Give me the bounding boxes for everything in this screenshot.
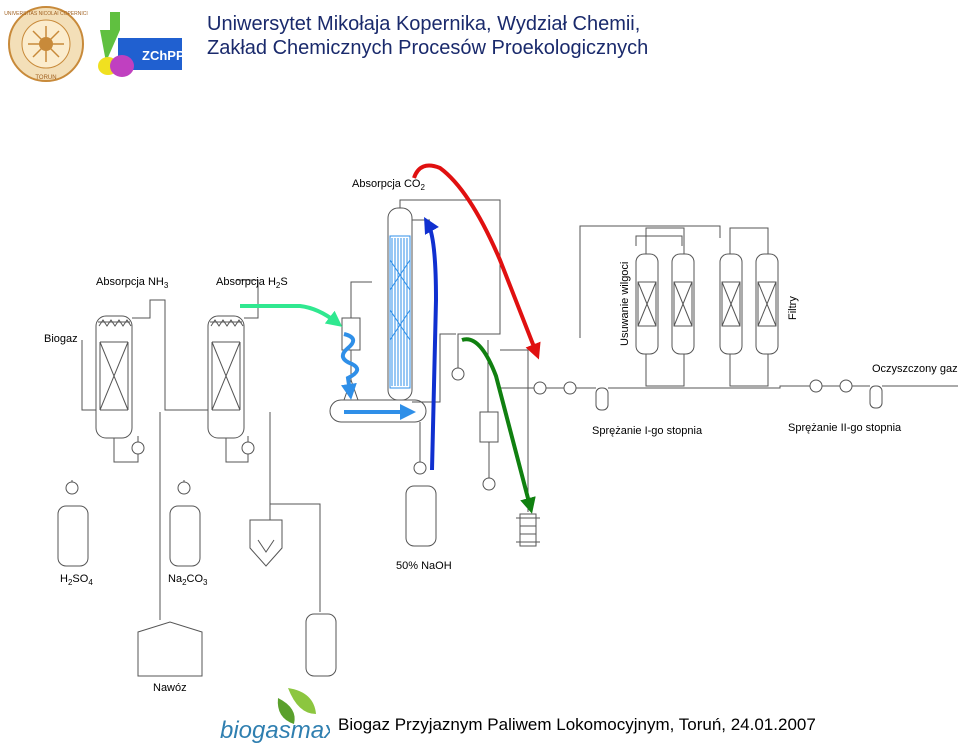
- compression-stage-2-label: Sprężanie II-go stopnia: [788, 422, 902, 434]
- cleaned-gas-label: Oczyszczony gaz: [872, 363, 958, 375]
- h2s-absorber-column: [207, 315, 245, 439]
- light-blue-coil-arrow: [340, 332, 360, 400]
- university-seal-icon: UNIVERSITAS NICOLAI COPERNICI TORUN: [4, 6, 88, 82]
- na2co3-tank: [169, 505, 201, 567]
- biogaz-label: Biogaz: [44, 333, 78, 345]
- naoh-tank: [405, 485, 437, 547]
- red-flow-arrow: [412, 163, 541, 360]
- na2co3-label: Na2CO3: [168, 573, 208, 587]
- biogasmax-logo-text: biogasmax: [220, 717, 330, 744]
- co2-absorber-tower: [387, 207, 413, 401]
- pump-symbol: [65, 367, 823, 495]
- h2so4-label: H2SO4: [60, 573, 93, 587]
- fertilizer-label: Nawóz: [153, 682, 187, 694]
- nh3-absorber-column: [95, 315, 133, 439]
- zchpp-flask-icon: ZChPP: [98, 12, 185, 77]
- umk-seal-text: UNIVERSITAS NICOLAI COPERNICI: [4, 11, 88, 17]
- co2-absorption-label: Absorpcja CO2: [352, 178, 425, 192]
- zchpp-text: ZChPP: [142, 48, 185, 63]
- biogaz-inlet-line: [81, 340, 96, 411]
- compression-stage-1-label: Sprężanie I-go stopnia: [592, 425, 703, 437]
- green-flow-arrow: [461, 337, 536, 514]
- naoh-label: 50% NaOH: [396, 560, 452, 572]
- liquid-tank: [305, 613, 337, 677]
- header-line-1: Uniwersytet Mikołaja Kopernika, Wydział …: [207, 13, 641, 35]
- umk-seal-sub: TORUN: [35, 75, 56, 81]
- biogasmax-leaf-icon: biogasmax: [220, 688, 330, 744]
- moisture-removal-label: Usuwanie wilgoci: [619, 262, 631, 346]
- gas-vessel-1: [595, 387, 609, 411]
- filters-label: Filtry: [787, 296, 799, 320]
- heater-exchanger: [516, 513, 540, 547]
- fertilizer-tank: [137, 621, 203, 677]
- header-title: Uniwersytet Mikołaja Kopernika, Wydział …: [207, 12, 648, 60]
- blue-flow-arrow: [424, 217, 439, 471]
- mint-flow-arrow: [240, 304, 343, 327]
- compressor-motor-1: [563, 381, 577, 395]
- h2so4-tank: [57, 505, 89, 567]
- footer-caption: Biogaz Przyjaznym Paliwem Lokomocyjnym, …: [338, 715, 816, 734]
- compressor-motor-2: [839, 379, 853, 393]
- header-line-2: Zakład Chemicznych Procesów Proekologicz…: [207, 37, 649, 59]
- gas-vessel-2: [869, 385, 883, 409]
- h2s-absorption-label: Absorpcja H2S: [216, 276, 288, 290]
- nh3-absorption-label: Absorpcja NH3: [96, 276, 169, 290]
- cyclone-separator: [249, 519, 283, 567]
